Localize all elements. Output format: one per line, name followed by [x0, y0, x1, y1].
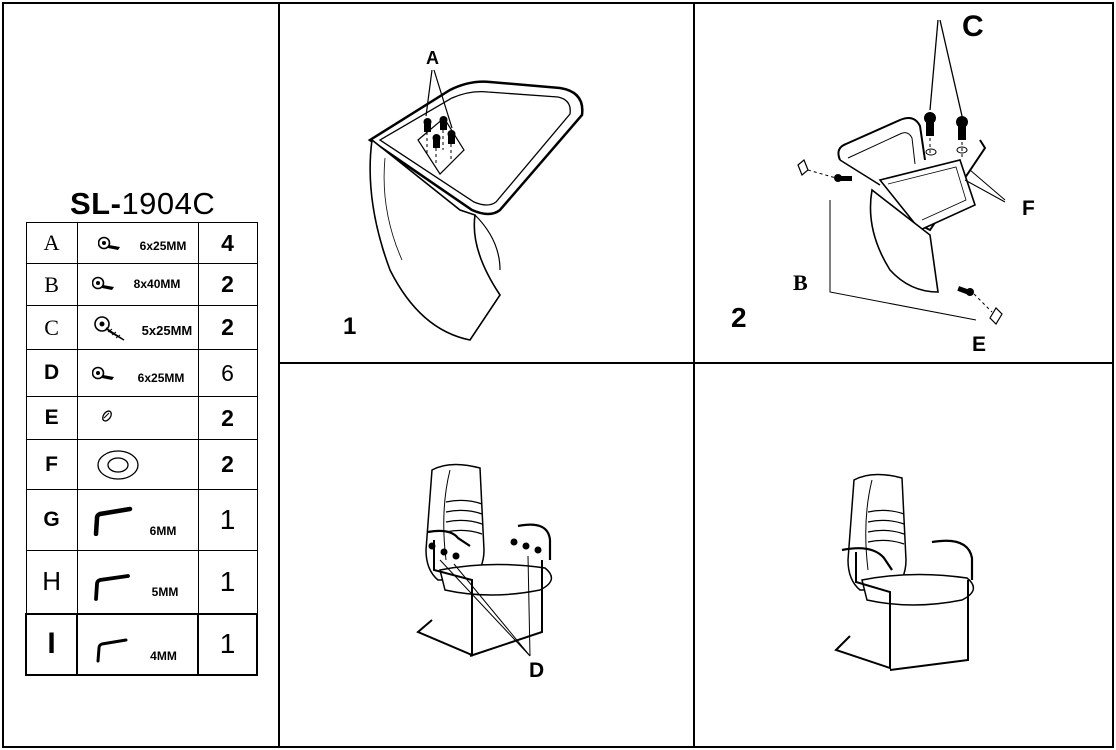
- bolt-d-icon: [428, 538, 542, 560]
- border-bottom: [2, 746, 1114, 748]
- table-row: H 5MM 1: [25, 550, 258, 614]
- border-right: [1112, 2, 1114, 748]
- part-code: C: [25, 305, 78, 350]
- screw-a-icon: [423, 116, 456, 148]
- cap-icon: [101, 410, 112, 422]
- part-size: 8x40MM: [133, 277, 181, 291]
- table-row: C 5x25MM 2: [25, 305, 258, 350]
- completed-chair-illustration: [834, 473, 975, 671]
- callout-d: D: [529, 659, 545, 682]
- part-qty: 6: [197, 349, 258, 397]
- divider-left: [278, 2, 280, 748]
- part-qty: 2: [197, 305, 258, 350]
- divider-horizontal: [278, 362, 1114, 364]
- step-number-1: 1: [343, 313, 357, 340]
- part-qty: 1: [197, 612, 258, 676]
- callout-f: F: [1022, 197, 1035, 220]
- part-code: E: [25, 396, 78, 440]
- part-qty: 2: [197, 439, 258, 490]
- table-row: B 8x40MM 2: [25, 263, 258, 306]
- part-size: 4MM: [150, 648, 177, 663]
- part-size: 6x25MM: [139, 239, 187, 253]
- step-number-2: 2: [731, 302, 747, 333]
- part-size: 5x25MM: [141, 323, 193, 338]
- part-qty: 4: [197, 222, 258, 264]
- cap-e-icon: [989, 307, 1003, 325]
- model-title: SL-1904C: [70, 186, 216, 221]
- callout-b: B: [793, 270, 808, 295]
- allen-key-icon: [93, 506, 132, 536]
- border-top: [2, 2, 1114, 4]
- border-left: [2, 2, 4, 748]
- table-row: I 4MM 1: [24, 612, 258, 676]
- bolt-icon: [97, 236, 120, 250]
- allen-key-icon: [96, 638, 128, 662]
- table-row: D 6x25MM 6: [25, 349, 258, 397]
- divider-middle: [693, 2, 695, 748]
- bolt-b-icon: [957, 286, 974, 296]
- step1-illustration: [367, 69, 584, 341]
- part-code: H: [25, 550, 78, 614]
- callout-a: A: [426, 48, 439, 68]
- callout-c: C: [962, 10, 984, 43]
- part-code: F: [25, 439, 78, 490]
- part-qty: 1: [197, 550, 258, 614]
- bolt-b-icon: [834, 174, 852, 182]
- part-qty: 2: [197, 263, 258, 306]
- parts-table: A 6x25MM 4 B 8x40MM 2 C 5x25MM 2: [24, 222, 258, 676]
- part-code: G: [25, 489, 78, 551]
- table-row: F 2: [25, 439, 258, 490]
- part-size: 6MM: [149, 524, 177, 538]
- part-code: I: [24, 612, 79, 676]
- wood-screw-icon: [93, 316, 125, 341]
- part-size: 6x25MM: [137, 371, 185, 385]
- callout-e: E: [972, 333, 987, 356]
- bolt-icon: [91, 366, 114, 380]
- part-size: 5MM: [151, 585, 179, 599]
- washer-icon: [97, 450, 139, 480]
- bolt-icon: [91, 276, 114, 290]
- step3-illustration: [416, 463, 553, 657]
- screw-c-icon: [924, 112, 968, 140]
- part-code: A: [25, 222, 78, 264]
- allen-key-icon: [93, 574, 130, 601]
- part-code: B: [25, 263, 78, 306]
- part-code: D: [25, 349, 78, 397]
- table-row: A 6x25MM 4: [25, 222, 258, 264]
- part-qty: 2: [197, 396, 258, 440]
- table-row: E 2: [25, 396, 258, 440]
- part-qty: 1: [197, 489, 258, 551]
- step2-illustration: [797, 19, 1006, 325]
- table-row: G 6MM 1: [25, 489, 258, 551]
